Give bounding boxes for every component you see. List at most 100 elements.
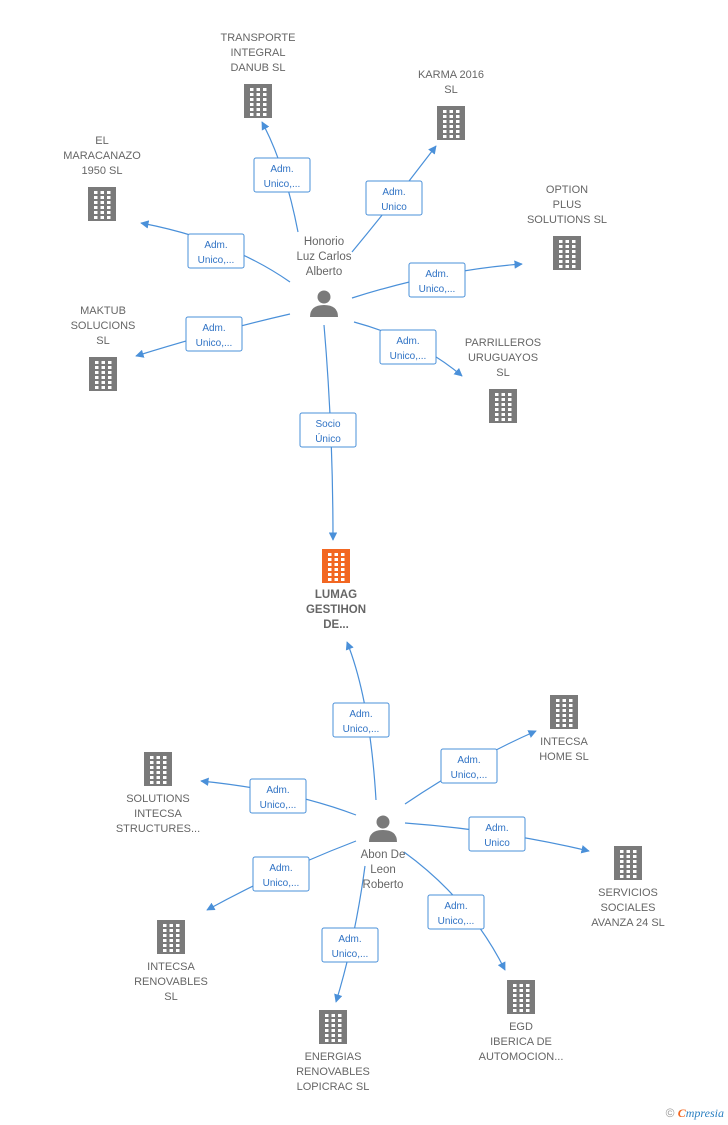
label-line: SL bbox=[164, 991, 177, 1003]
edge-label-line: Adm. bbox=[338, 934, 361, 945]
label-line: HOME SL bbox=[539, 751, 589, 763]
edge-label-line: Adm. bbox=[269, 863, 292, 874]
edge-label-line: Unico,... bbox=[451, 770, 488, 781]
edge-label-abon-to-egd[interactable]: Adm.Unico,... bbox=[427, 894, 485, 930]
edge-label-line: Unico,... bbox=[264, 179, 301, 190]
label-line: Roberto bbox=[363, 879, 404, 891]
company-maracanazo-building-icon[interactable] bbox=[88, 187, 116, 221]
company-solutions_intecsa-building-icon[interactable] bbox=[144, 752, 172, 786]
company-parrilleros-building-icon[interactable] bbox=[489, 389, 517, 423]
label-line: INTEGRAL bbox=[230, 47, 285, 59]
edge-label-honorio-to-parrilleros[interactable]: Adm.Unico,... bbox=[379, 329, 437, 365]
edge-label-honorio-to-karma[interactable]: Adm.Unico bbox=[365, 180, 423, 216]
edge-label-line: Unico,... bbox=[419, 284, 456, 295]
label-line: Abon De bbox=[361, 849, 406, 861]
label-line: TRANSPORTE bbox=[221, 32, 296, 44]
edge-label-honorio-to-option[interactable]: Adm. Unico,... bbox=[408, 262, 466, 298]
center-company-building-icon[interactable] bbox=[322, 549, 350, 583]
edge-label-text: Adm. Unico,... bbox=[263, 863, 300, 889]
label-line: PLUS bbox=[553, 199, 582, 211]
edge-label-honorio-to-maktub[interactable]: Adm.Unico,... bbox=[185, 316, 243, 352]
label-line: Leon bbox=[370, 864, 396, 876]
edge-label-text: Adm.Unico,... bbox=[343, 709, 380, 735]
edge-label-abon-to-lumag[interactable]: Adm.Unico,... bbox=[332, 702, 390, 738]
edge-label-box bbox=[321, 927, 379, 963]
label-line: ENERGIAS bbox=[305, 1051, 362, 1063]
label-line: SERVICIOS bbox=[598, 887, 658, 899]
label-line: KARMA 2016 bbox=[418, 69, 484, 81]
company-karma-building-icon[interactable] bbox=[437, 106, 465, 140]
footer-brand[interactable]: © Cmpresia bbox=[666, 1106, 724, 1121]
edge-label-line: Unico,... bbox=[390, 351, 427, 362]
company-intecsa_home-building-icon[interactable] bbox=[550, 695, 578, 729]
edge-label-text: Adm. Unico,... bbox=[419, 269, 456, 295]
edge-label-box bbox=[253, 157, 311, 193]
edge-label-text: Adm.Unico bbox=[381, 187, 407, 213]
company-maktub-building-icon[interactable] bbox=[89, 357, 117, 391]
edge-label-line: Único bbox=[315, 432, 341, 445]
edge-label-box bbox=[299, 412, 357, 448]
edge-label-abon-to-intecsa_home[interactable]: Adm. Unico,... bbox=[440, 748, 498, 784]
label-line: INTECSA bbox=[540, 736, 588, 748]
edge-label-line: Adm. bbox=[270, 164, 293, 175]
company-energias-building-icon[interactable] bbox=[319, 1010, 347, 1044]
edge-label-box bbox=[249, 778, 307, 814]
edge-label-text: Adm. Unico,... bbox=[198, 240, 235, 266]
edge-label-box bbox=[365, 180, 423, 216]
edge-label-box bbox=[379, 329, 437, 365]
edge-label-abon-to-intecsa_renov[interactable]: Adm. Unico,... bbox=[252, 856, 310, 892]
edge-label-line: Unico,... bbox=[198, 255, 235, 266]
company-intecsa_renov-building-icon[interactable] bbox=[157, 920, 185, 954]
edge-label-line: Adm. bbox=[425, 269, 448, 280]
edge-label-line: Unico bbox=[484, 838, 510, 849]
person-honorio-icon[interactable] bbox=[310, 290, 338, 318]
edge-label-line: Adm. bbox=[444, 901, 467, 912]
edge-labels-layer: Adm.Unico,...Adm.UnicoAdm.Unico,...Adm.U… bbox=[185, 157, 526, 963]
company-transporte-label: TRANSPORTE INTEGRAL DANUB SL bbox=[221, 32, 296, 74]
label-line: Luz Carlos bbox=[297, 251, 352, 263]
edge-label-box bbox=[427, 894, 485, 930]
company-servicios-building-icon[interactable] bbox=[614, 846, 642, 880]
label-line: PARRILLEROS bbox=[465, 337, 541, 349]
label-line: IBERICA DE bbox=[490, 1036, 552, 1048]
label-line: SOCIALES bbox=[600, 902, 655, 914]
edge-label-text: Adm.Unico,... bbox=[390, 336, 427, 362]
label-line: DANUB SL bbox=[230, 62, 285, 74]
edge-label-line: Adm. bbox=[457, 755, 480, 766]
edge-label-box bbox=[187, 233, 245, 269]
edge-label-text: Adm.Unico,... bbox=[438, 901, 475, 927]
label-line: STRUCTURES... bbox=[116, 823, 200, 835]
label-line: EL bbox=[95, 135, 108, 147]
company-egd-building-icon[interactable] bbox=[507, 980, 535, 1014]
label-line: SOLUTIONS SL bbox=[527, 214, 607, 226]
label-line: AUTOMOCION... bbox=[479, 1051, 564, 1063]
label-line: GESTIHON bbox=[306, 604, 366, 616]
edge-label-abon-to-energias[interactable]: Adm.Unico,... bbox=[321, 927, 379, 963]
label-line: 1950 SL bbox=[82, 165, 123, 177]
label-line: LUMAG bbox=[315, 589, 357, 601]
label-line: Alberto bbox=[306, 266, 342, 278]
edge-label-line: Unico,... bbox=[263, 878, 300, 889]
company-transporte-building-icon[interactable] bbox=[244, 84, 272, 118]
label-line: OPTION bbox=[546, 184, 588, 196]
edge-label-honorio-to-transporte[interactable]: Adm. Unico,... bbox=[253, 157, 311, 193]
company-option-building-icon[interactable] bbox=[553, 236, 581, 270]
edge-label-line: Adm. bbox=[204, 240, 227, 251]
edge-label-honorio-to-maracanazo[interactable]: Adm. Unico,... bbox=[187, 233, 245, 269]
edge-label-abon-to-servicios[interactable]: Adm.Unico bbox=[468, 816, 526, 852]
label-line: SL bbox=[444, 84, 457, 96]
person-abon-icon[interactable] bbox=[369, 815, 397, 843]
edge-label-abon-to-solutions_intecsa[interactable]: Adm.Unico,... bbox=[249, 778, 307, 814]
